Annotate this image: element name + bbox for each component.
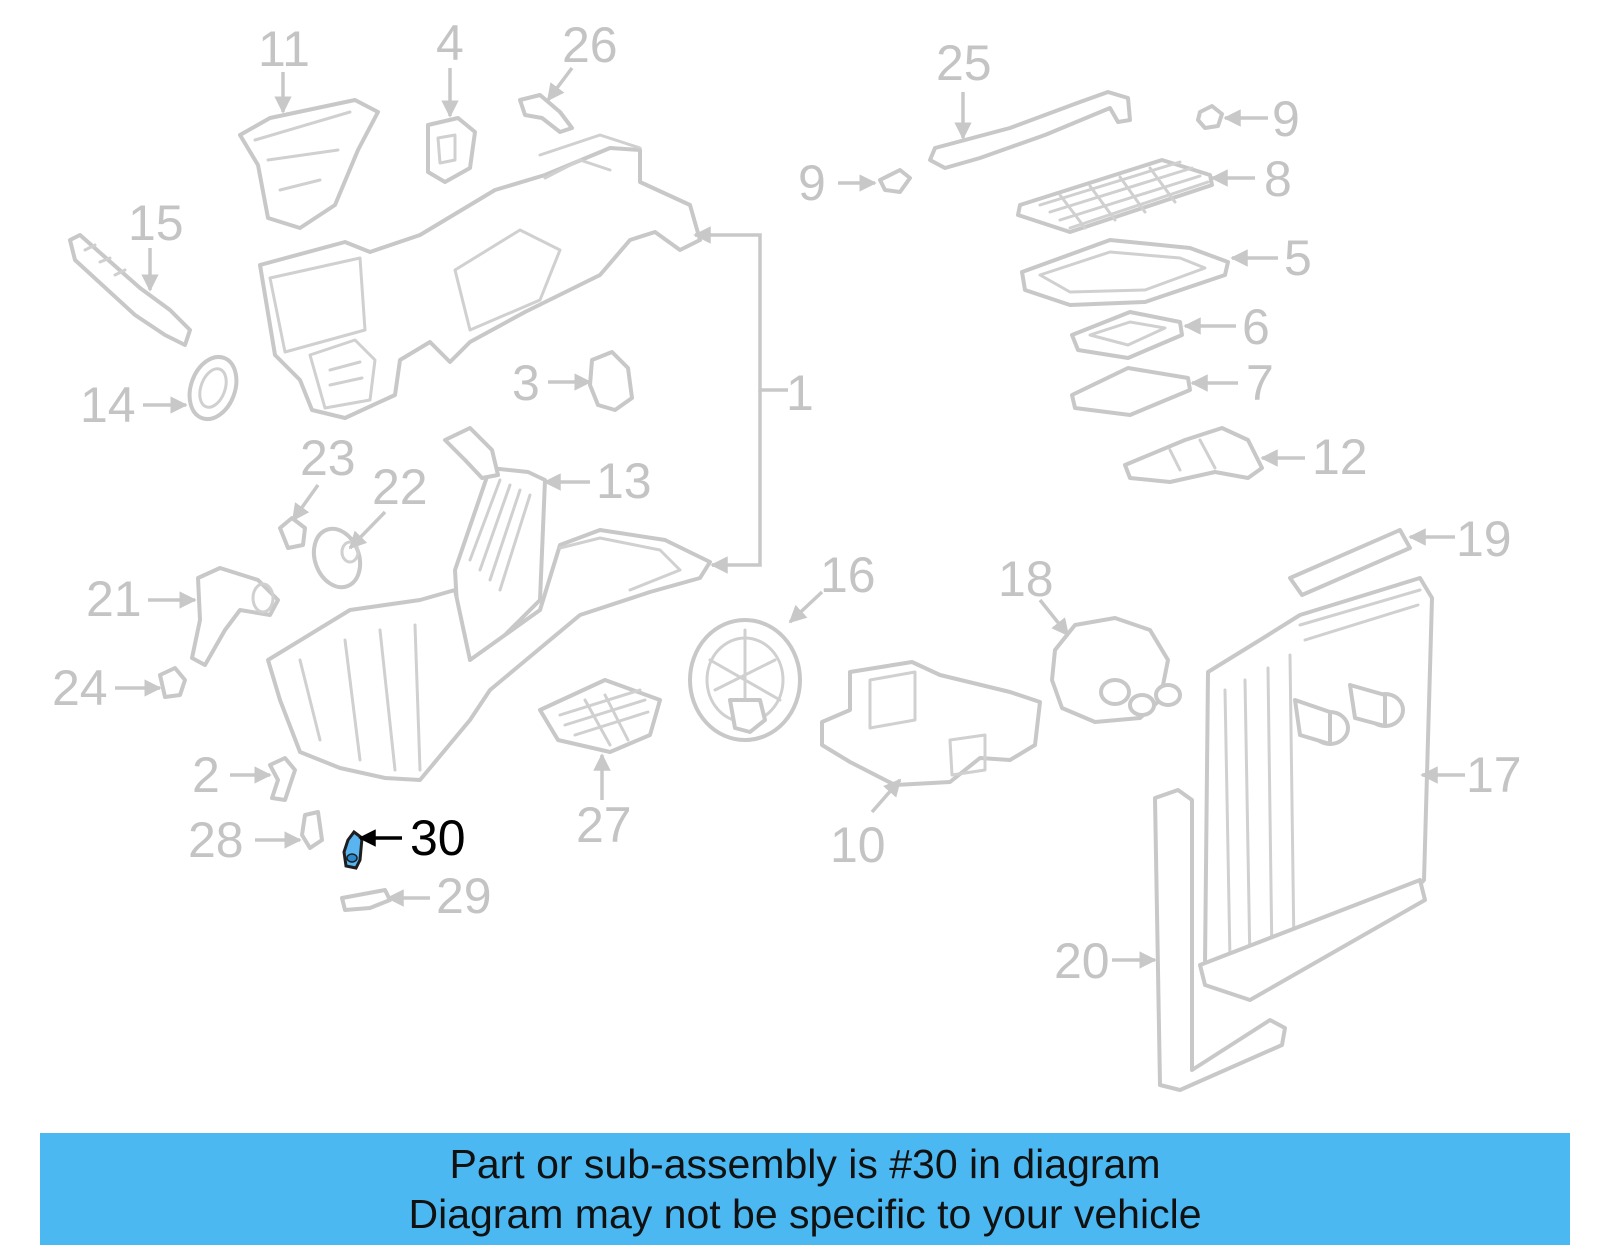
callout-24: 24 — [52, 660, 108, 716]
part-3-bracket[interactable] — [588, 350, 634, 412]
callout-21: 21 — [86, 571, 142, 627]
part-19-strip[interactable] — [1288, 528, 1412, 597]
callout-4: 4 — [436, 15, 464, 71]
part-27-grille[interactable] — [538, 678, 662, 754]
part-4-actuator[interactable] — [426, 116, 477, 184]
part-9b-clip[interactable] — [1196, 104, 1224, 130]
part-5-frame[interactable] — [1020, 238, 1230, 307]
callout-26: 26 — [562, 17, 618, 73]
part-14-grommet[interactable] — [181, 350, 244, 425]
callout-8: 8 — [1264, 151, 1292, 207]
callout-17: 17 — [1466, 747, 1522, 803]
callout-20: 20 — [1054, 933, 1110, 989]
part-17-heater-core[interactable] — [1198, 576, 1434, 1002]
callout-15: 15 — [128, 195, 184, 251]
part-30-highlighted[interactable] — [342, 829, 364, 870]
part-6-gasket[interactable] — [1070, 310, 1184, 360]
callout-19: 19 — [1456, 511, 1512, 567]
part-1-lower-housing[interactable] — [266, 528, 712, 782]
part-21-elbow[interactable] — [190, 566, 280, 667]
callout-14: 14 — [80, 377, 136, 433]
part-24-nut[interactable] — [158, 666, 187, 699]
callout-27: 27 — [576, 797, 632, 853]
part-7-plate[interactable] — [1070, 366, 1192, 417]
callout-10: 10 — [830, 817, 886, 873]
callout-3: 3 — [512, 355, 540, 411]
part-25-rail[interactable] — [928, 90, 1132, 170]
part-8-filter[interactable] — [1016, 158, 1214, 234]
part-18-valve[interactable] — [1050, 616, 1182, 724]
callout-9b: 9 — [1272, 91, 1300, 147]
callout-12: 12 — [1312, 429, 1368, 485]
part-2-clip[interactable] — [268, 756, 297, 802]
part-16-blower[interactable] — [688, 618, 802, 742]
part-11-duct[interactable] — [238, 98, 380, 230]
leader-lines — [115, 66, 1465, 969]
part-23-cap[interactable] — [278, 516, 307, 550]
info-banner: Part or sub-assembly is #30 in diagram D… — [40, 1133, 1570, 1245]
part-10-module[interactable] — [820, 660, 1042, 787]
part-29-strap[interactable] — [340, 888, 392, 912]
part-9a-clip[interactable] — [878, 168, 912, 194]
callout-7: 7 — [1246, 355, 1274, 411]
callout-22: 22 — [372, 459, 428, 515]
part-28-clip[interactable] — [300, 810, 324, 850]
callout-23: 23 — [300, 430, 356, 486]
banner-line-1: Part or sub-assembly is #30 in diagram — [449, 1141, 1161, 1187]
part-13-evaporator[interactable] — [443, 426, 547, 664]
callout-25: 25 — [936, 35, 992, 91]
callout-2: 2 — [192, 747, 220, 803]
callout-16: 16 — [820, 547, 876, 603]
callout-30: 30 — [410, 810, 466, 866]
part-12-bracket[interactable] — [1123, 426, 1264, 484]
callout-28: 28 — [188, 812, 244, 868]
callout-9a: 9 — [798, 155, 826, 211]
callout-11: 11 — [258, 21, 310, 77]
callout-13: 13 — [596, 453, 652, 509]
part-1-upper-housing[interactable] — [258, 133, 702, 420]
part-20-seal[interactable] — [1153, 788, 1287, 1092]
part-22-disk[interactable] — [306, 522, 368, 593]
callout-6: 6 — [1242, 299, 1270, 355]
callout-18: 18 — [998, 551, 1054, 607]
callout-1: 1 — [786, 365, 814, 421]
callout-5: 5 — [1284, 230, 1312, 286]
banner-line-2: Diagram may not be specific to your vehi… — [408, 1191, 1202, 1237]
part-26-clip[interactable] — [518, 93, 574, 134]
callout-labels: 11 4 26 15 14 3 1 25 9 9 8 5 6 7 12 23 2… — [52, 15, 1522, 989]
part-15-sensor[interactable] — [68, 233, 192, 347]
callout-29: 29 — [436, 868, 492, 924]
